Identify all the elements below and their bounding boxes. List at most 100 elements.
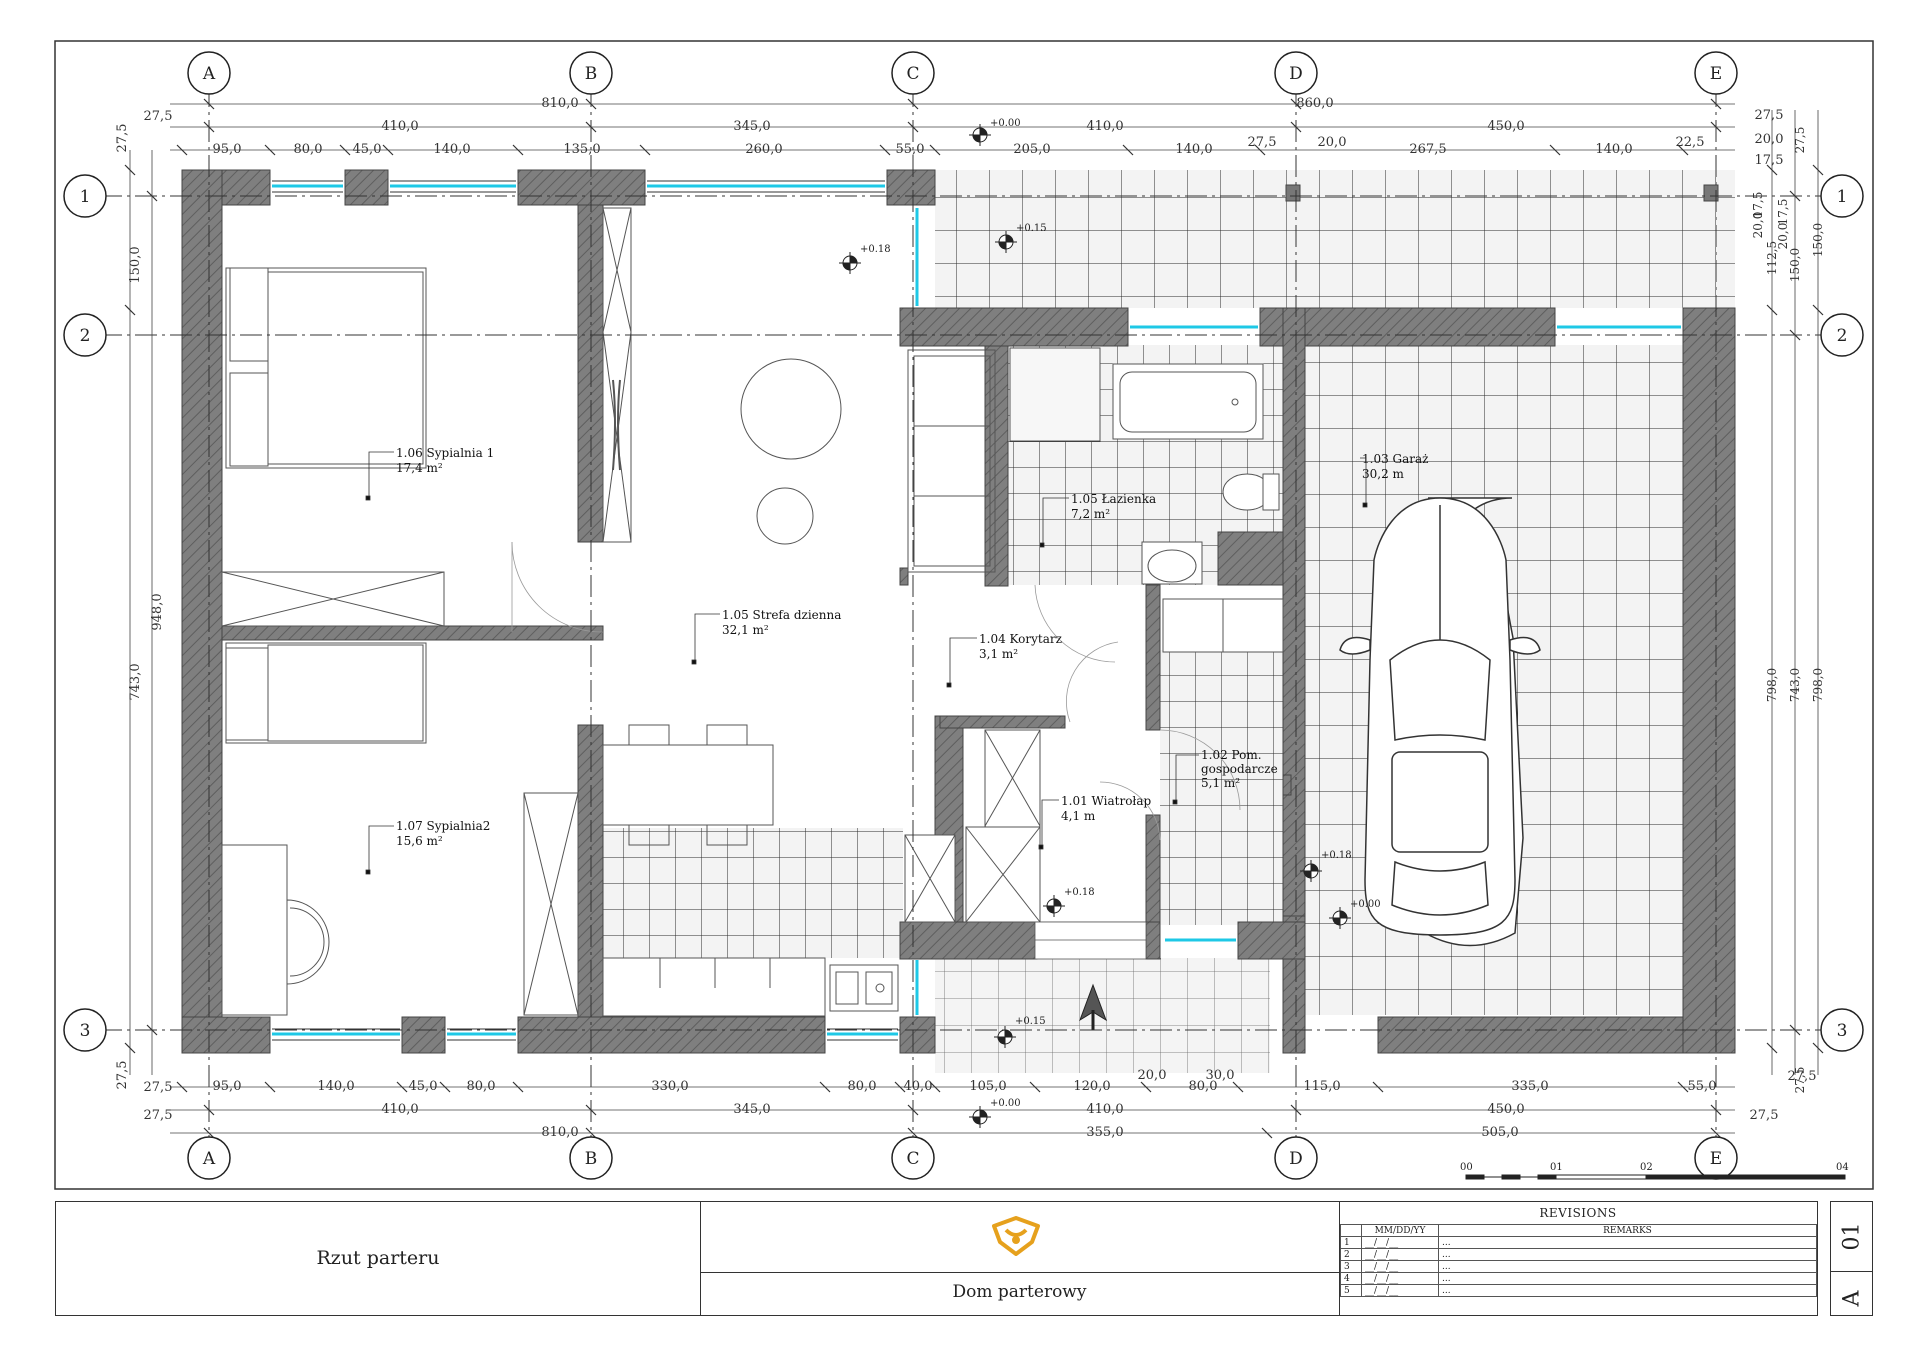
dim-detail: 30,0 [1206, 1068, 1235, 1083]
room-name: 1.02 Pom. [1201, 748, 1262, 762]
rev-remark: ... [1438, 1272, 1817, 1285]
rev-col-remarks: REMARKS [1438, 1224, 1817, 1237]
dim-left: 27,5 [115, 1061, 130, 1090]
title-divider-1 [700, 1202, 701, 1315]
table-row: 4__/__/__... [1340, 1272, 1817, 1285]
level-label: +0.15 [1015, 1016, 1046, 1027]
dim-detail: 120,0 [1073, 1079, 1110, 1094]
dim-detail: 140,0 [433, 142, 470, 157]
rev-date: __/__/__ [1361, 1272, 1439, 1285]
dim-right: 743,0 [1788, 668, 1802, 702]
dim-detail: 95,0 [213, 1079, 242, 1094]
level-label: +0.00 [990, 118, 1021, 129]
dim-right: 20,0 [1751, 212, 1765, 239]
sheet-frame [54, 40, 1874, 1190]
scale-label: 04 [1836, 1162, 1849, 1173]
level-label: +0.18 [1321, 850, 1352, 861]
axis-label: 2 [1837, 326, 1848, 346]
kitchen-tiles [603, 828, 903, 958]
axis-bubbles [63, 51, 1864, 1180]
rev-remark: ... [1438, 1284, 1817, 1297]
project-title: Dom parterowy [952, 1282, 1087, 1302]
revisions-title: REVISIONS [1539, 1206, 1617, 1220]
room-labels: 1.06 Sypialnia 1 17,4 m² 1.07 Sypialnia2… [396, 446, 1429, 848]
dim-left: 948,0 [150, 593, 165, 630]
walls [181, 169, 1736, 1054]
table-row: 3__/__/__... [1340, 1260, 1817, 1273]
dim-right: 798,0 [1811, 668, 1825, 702]
dim-left: 150,0 [128, 246, 143, 283]
room-area: 3,1 m² [979, 647, 1018, 661]
axis-grid [100, 85, 1830, 1150]
doors [511, 541, 1241, 960]
terrace-tiles [935, 170, 1735, 308]
room-area: 32,1 m² [722, 623, 769, 637]
dim-right: 17,5 [1776, 199, 1790, 226]
rev-date: __/__/__ [1361, 1236, 1439, 1249]
rev-number: 3 [1340, 1260, 1362, 1273]
level-label: +0.18 [1064, 887, 1095, 898]
dim-detail: 95,0 [213, 142, 242, 157]
dim-detail: 335,0 [1511, 1079, 1548, 1094]
dim-detail: 80,0 [467, 1079, 496, 1094]
dim-offset: 27,5 [1750, 1108, 1779, 1123]
dim-secondary: 345,0 [733, 119, 770, 134]
dim-offset: 27,5 [144, 1080, 173, 1095]
rev-number: 1 [1340, 1236, 1362, 1249]
dim-detail: 80,0 [848, 1079, 877, 1094]
dim-detail: 330,0 [651, 1079, 688, 1094]
dim-detail: 27,5 [1248, 135, 1277, 150]
rev-remark: ... [1438, 1236, 1817, 1249]
rev-number: 2 [1340, 1248, 1362, 1261]
dim-offset: 17,5 [1755, 153, 1784, 168]
scale-label: 00 [1460, 1162, 1473, 1173]
dim-detail: 55,0 [896, 142, 925, 157]
dim-right: 20,0 [1776, 223, 1790, 250]
room-area: 5,1 m² [1201, 776, 1240, 790]
room-name: 1.05 Łazienka [1071, 492, 1156, 506]
rev-col-date: MM/DD/YY [1361, 1224, 1439, 1237]
dim-detail: 205,0 [1013, 142, 1050, 157]
title-block: Rzut parteru Dom parterowy REVISIONS MM/… [55, 1201, 1818, 1316]
dim-right: 17,5 [1751, 192, 1765, 219]
dim-right: 27,5 [1793, 1067, 1807, 1094]
table-row: 5__/__/__... [1340, 1284, 1817, 1297]
axis-label: D [1289, 1149, 1303, 1169]
car-outline [1339, 497, 1541, 947]
axis-label: 1 [1837, 187, 1848, 207]
room-area: 7,2 m² [1071, 507, 1110, 521]
rev-date: __/__/__ [1361, 1284, 1439, 1297]
axis-label: A [202, 64, 216, 84]
dim-left: 27,5 [115, 124, 130, 153]
room-name: 1.06 Sypialnia 1 [396, 446, 494, 460]
dim-detail: 55,0 [1688, 1079, 1717, 1094]
dim-detail: 140,0 [317, 1079, 354, 1094]
rev-number: 5 [1340, 1284, 1362, 1297]
room-area: 30,2 m [1362, 467, 1405, 481]
dim-detail: 115,0 [1303, 1079, 1340, 1094]
axis-label: B [585, 64, 598, 84]
rev-number: 4 [1340, 1272, 1362, 1285]
level-label: +0.15 [1016, 223, 1047, 234]
rev-remark: ... [1438, 1248, 1817, 1261]
axis-label: 2 [80, 326, 91, 346]
axis-label: C [906, 1149, 919, 1169]
rev-date: __/__/__ [1361, 1248, 1439, 1261]
dim-right: 798,0 [1765, 668, 1779, 702]
rev-date: __/__/__ [1361, 1260, 1439, 1273]
room-area: 15,6 m² [396, 834, 443, 848]
utility-tiles [1160, 650, 1283, 925]
level-markers [839, 124, 1351, 1128]
scale-label: 01 [1550, 1162, 1563, 1173]
room-name: gospodarcze [1201, 762, 1278, 776]
axis-label: A [202, 1149, 216, 1169]
dim-detail: 20,0 [1138, 1068, 1167, 1083]
axis-label: 3 [1837, 1021, 1848, 1041]
sheet-title: Rzut parteru [316, 1247, 440, 1269]
room-name: 1.04 Korytarz [979, 632, 1062, 646]
level-label: +0.00 [990, 1098, 1021, 1109]
room-name: 1.07 Sypialnia2 [396, 819, 490, 833]
dim-offset: 20,0 [1755, 132, 1784, 147]
